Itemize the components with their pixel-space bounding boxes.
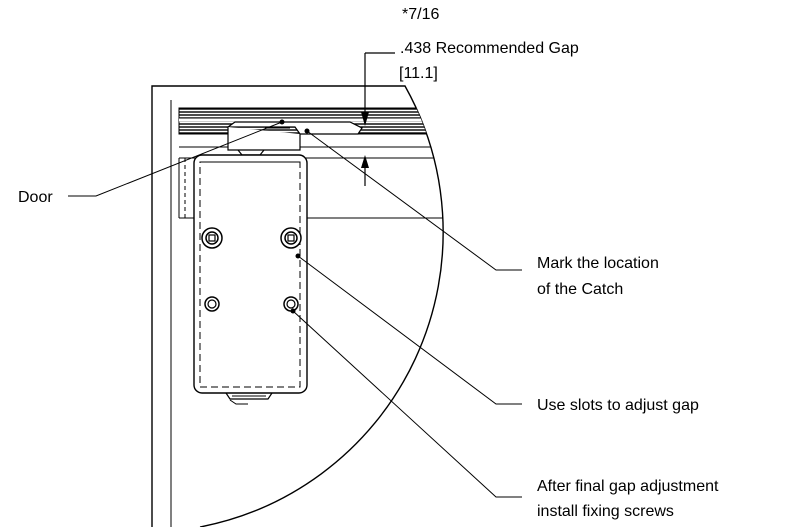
detail-boundary [151, 85, 444, 527]
slots-label: Use slots to adjust gap [537, 397, 699, 414]
gap-dimension [361, 52, 395, 186]
cabinet-detail [170, 100, 444, 527]
slot-left [201, 227, 223, 249]
catch [226, 121, 363, 156]
screws-label-line2: install fixing screws [537, 503, 674, 520]
mark-catch-label-line1: Mark the location [537, 255, 659, 272]
screw-hole-right [283, 296, 299, 312]
gap-metric-label: [11.1] [399, 65, 438, 82]
screws-label-line1: After final gap adjustment [537, 478, 719, 495]
slot-right [280, 227, 302, 249]
latch-body [193, 154, 308, 405]
screw-hole-left [204, 296, 220, 312]
leader-lines [68, 121, 522, 498]
mark-catch-label-line2: of the Catch [537, 281, 623, 298]
gap-decimal-label: .438 Recommended Gap [400, 40, 579, 57]
door-label: Door [18, 189, 53, 206]
gap-fraction-label: *7/16 [402, 6, 439, 23]
leader-dots [279, 119, 310, 314]
